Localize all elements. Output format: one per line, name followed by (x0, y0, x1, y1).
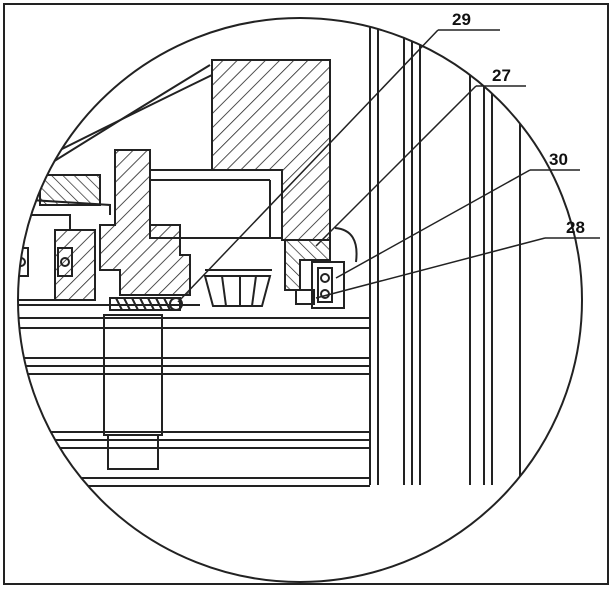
drawing-frame (3, 3, 609, 585)
shaft-bands (18, 317, 370, 487)
sleeve (99, 149, 191, 296)
callout-30: 30 (549, 150, 568, 169)
left-bearing (18, 174, 200, 306)
leader-lines (177, 29, 600, 303)
inner-body (149, 169, 283, 239)
cone-nut (203, 275, 272, 307)
bearing-stack (311, 261, 345, 309)
callout-29: 29 (452, 10, 471, 29)
stud (103, 314, 163, 470)
callout-28: 28 (566, 218, 585, 237)
section-view (18, 20, 521, 487)
callout-27: 27 (492, 66, 511, 85)
right-plate (369, 20, 521, 485)
